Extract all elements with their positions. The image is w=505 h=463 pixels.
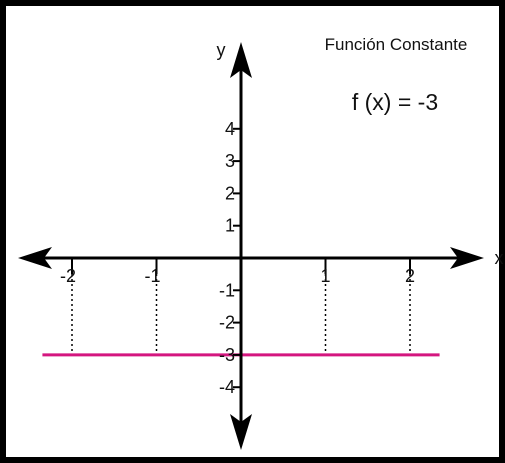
y-axis-label: y bbox=[217, 40, 226, 60]
y-axis-bottom-arrow bbox=[230, 414, 252, 450]
x-tick-label-0: -2 bbox=[60, 266, 76, 286]
ticks-group: -2 -1 1 2 4 3 2 1 -1 -2 -3 -4 bbox=[60, 119, 415, 397]
y-tick-label-7: -4 bbox=[219, 377, 235, 397]
y-axis-top-arrow bbox=[230, 42, 252, 78]
y-tick-label-0: 4 bbox=[225, 119, 235, 139]
chart-title: Función Constante bbox=[325, 35, 468, 54]
x-tick-label-2: 1 bbox=[320, 266, 330, 286]
x-axis-right-arrow bbox=[450, 247, 484, 269]
x-axis-label: x bbox=[495, 248, 504, 268]
y-tick-label-5: -2 bbox=[219, 313, 235, 333]
y-tick-label-2: 2 bbox=[225, 183, 235, 203]
y-tick-label-3: 1 bbox=[225, 216, 235, 236]
guide-lines-group bbox=[71, 274, 411, 355]
function-formula: f (x) = -3 bbox=[352, 89, 438, 115]
x-tick-label-1: -1 bbox=[144, 266, 160, 286]
x-tick-label-3: 2 bbox=[405, 266, 415, 286]
x-axis-left-arrow bbox=[18, 247, 52, 269]
y-tick-label-6: -3 bbox=[219, 345, 235, 365]
y-tick-label-1: 3 bbox=[225, 151, 235, 171]
y-tick-label-4: -1 bbox=[219, 280, 235, 300]
